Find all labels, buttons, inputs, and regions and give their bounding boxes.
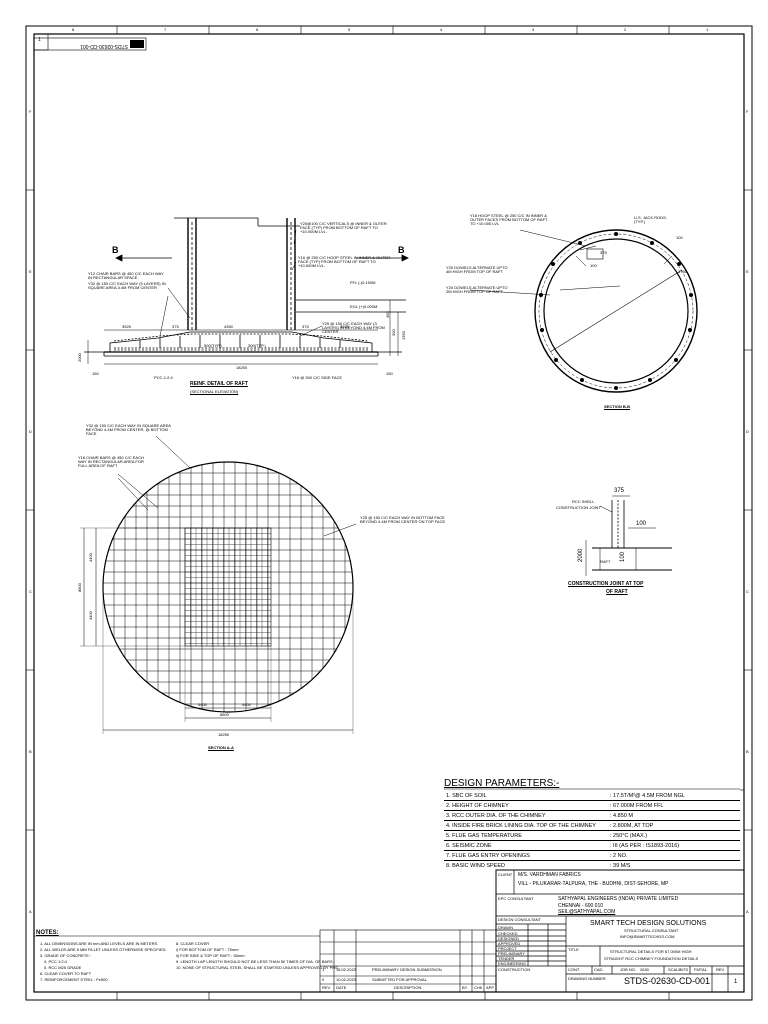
corner-rev-number: 1 xyxy=(38,37,41,43)
corner-drawing-number: STDS-02630-CD-001 xyxy=(80,43,128,49)
parameter-row: 8. BASIC WIND SPEED: 39 M/S xyxy=(446,863,631,869)
construction-joint-detail xyxy=(585,495,672,576)
parameter-row: 4. INSIDE FIRE BRICK LINING DIA. TOP OF … xyxy=(444,820,740,831)
raft-elevation xyxy=(84,217,409,365)
drawing-title-line1: STRUCTURAL DETAILS FOR 67.000M HIGH xyxy=(610,949,692,954)
design-consultant-name: SMART TECH DESIGN SOLUTIONS xyxy=(590,920,707,927)
section-b-studs xyxy=(539,232,693,390)
section-a-a xyxy=(80,435,357,734)
client-name: M/S. VARDHMAN FABRICS xyxy=(518,872,581,878)
parameter-row: 5. FLUE GAS TEMPERATURE: 250°C (MAX.) xyxy=(444,830,740,841)
revision-table xyxy=(319,929,497,993)
parameter-row: 3. RCC OUTER DIA. OF THE CHIMNEY: 4.850 … xyxy=(444,810,740,821)
border-ticks xyxy=(26,26,752,1000)
parameter-row: 2. HEIGHT OF CHIMNEY: 67.000M FROM FFL xyxy=(444,800,740,811)
parameter-row: 7. FLUE GAS ENTRY OPENINGS: 2 NO. xyxy=(444,850,740,861)
parameters-grid xyxy=(444,788,744,791)
parameter-row: 6. SEISMIC ZONE: III (AS PER : IS1893-20… xyxy=(444,840,740,851)
drawing-title-line2: STRAIGHT RCC CHIMNEY FOUNDATION DETAILS xyxy=(604,956,699,961)
drawing-rev: 1 xyxy=(734,979,738,985)
design-parameters-title: DESIGN PARAMETERS:- xyxy=(444,778,560,789)
client-address: VILL - PILUKARAR-TALPURA, THE - BUDHNI, … xyxy=(518,881,669,887)
outer-border xyxy=(25,25,753,1001)
section-b-b xyxy=(469,229,698,393)
notes-title: NOTES: xyxy=(36,930,59,936)
drawing-number: STDS-02630-CD-001 xyxy=(624,976,711,986)
title-block xyxy=(495,869,745,993)
parameter-row: 1. SBC OF SOIL: 17.5T/M²@ 4.5M FROM NGL xyxy=(444,790,740,801)
corner-rev-box xyxy=(33,33,49,51)
corner-logo-mark xyxy=(130,40,144,48)
